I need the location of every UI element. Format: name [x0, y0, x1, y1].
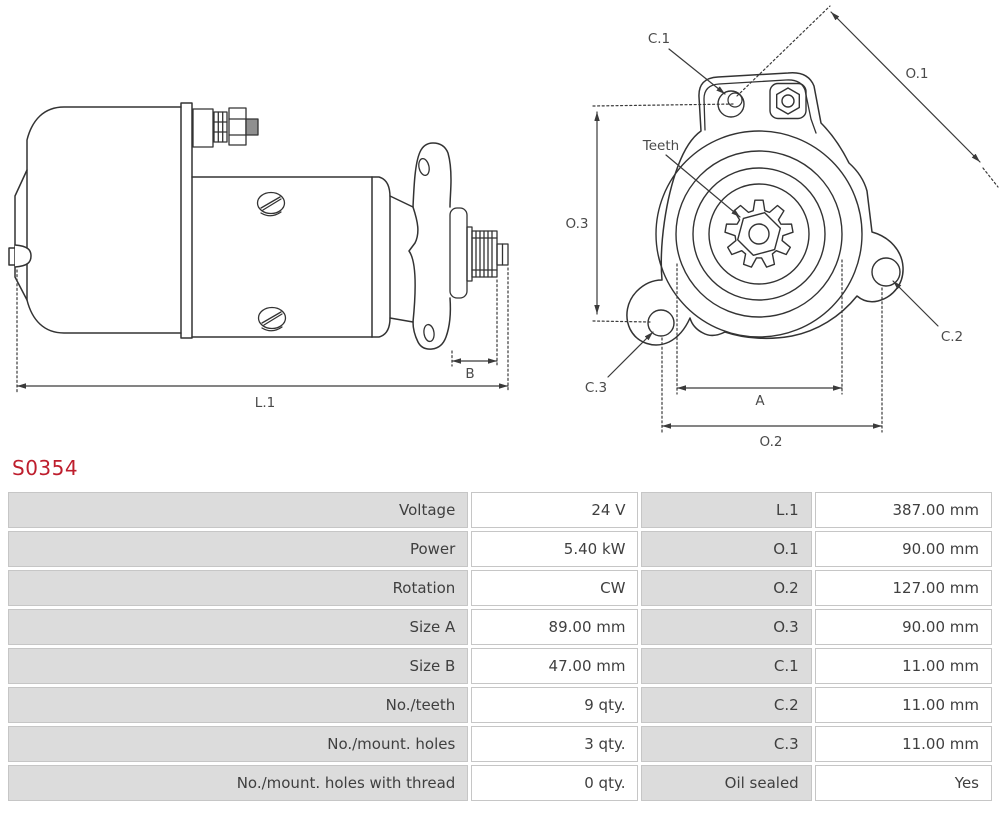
- dimension-B: [451, 279, 498, 367]
- spec-label: Size B: [8, 648, 469, 684]
- spec-label: O.1: [641, 531, 812, 567]
- face-rings: [655, 130, 863, 338]
- terminal-studs: [192, 107, 259, 148]
- body-screw-top: [256, 191, 286, 217]
- spec-value: 90.00 mm: [814, 531, 992, 567]
- body-screw-bottom: [257, 306, 287, 332]
- spec-value: 47.00 mm: [471, 648, 639, 684]
- spec-row: No./mount. holes 3 qty. C.3 11.00 mm: [8, 726, 992, 762]
- spec-value: CW: [471, 570, 639, 606]
- dimension-O1: [736, 5, 999, 188]
- terminal-tip: [245, 118, 259, 136]
- leader-c1: [668, 48, 726, 95]
- dim-label-A: A: [755, 393, 765, 409]
- starter-motor-drawing: B L.1: [8, 5, 999, 450]
- mount-hole-c3: [647, 309, 675, 337]
- spec-label: Power: [8, 531, 469, 567]
- spec-label: O.2: [641, 570, 812, 606]
- motor-body: [191, 176, 391, 338]
- spec-value: 90.00 mm: [814, 609, 992, 645]
- spec-row: Size A 89.00 mm O.3 90.00 mm: [8, 609, 992, 645]
- front-view-drawing: O.1 O.3 C.1 Teeth C.2 C.3 A: [566, 5, 999, 450]
- spec-label: C.1: [641, 648, 812, 684]
- spec-value: 3 qty.: [471, 726, 639, 762]
- spec-value: 89.00 mm: [471, 609, 639, 645]
- spec-label: L.1: [641, 492, 812, 528]
- dim-label-O1: O.1: [906, 66, 929, 82]
- rear-housing: [8, 106, 182, 334]
- spec-label: O.3: [641, 609, 812, 645]
- spec-row: Size B 47.00 mm C.1 11.00 mm: [8, 648, 992, 684]
- center-band: [180, 102, 193, 339]
- dim-label-O2: O.2: [760, 434, 783, 450]
- flange-hex-bolt: [769, 82, 807, 120]
- dim-label-O3: O.3: [566, 216, 589, 232]
- spec-label: Rotation: [8, 570, 469, 606]
- spec-value: 11.00 mm: [814, 726, 992, 762]
- side-view-drawing: B L.1: [8, 102, 509, 411]
- leader-c3: [607, 331, 654, 378]
- part-number: S0354: [12, 456, 79, 480]
- neck-top: [389, 195, 414, 208]
- dim-label-C3: C.3: [585, 380, 607, 396]
- leader-c2: [892, 280, 939, 327]
- spec-label: Voltage: [8, 492, 469, 528]
- dim-label-L1: L.1: [255, 395, 275, 411]
- drive-end-flange: [408, 142, 452, 350]
- specs-table: Voltage 24 V L.1 387.00 mm Power 5.40 kW…: [5, 489, 995, 804]
- dimension-O2: [661, 287, 883, 433]
- spec-value: Yes: [814, 765, 992, 801]
- dimension-O3: [592, 103, 736, 323]
- flange-bracket-inner: [703, 79, 817, 134]
- dim-label-teeth: Teeth: [642, 138, 679, 154]
- spec-value: 11.00 mm: [814, 648, 992, 684]
- spec-row: Rotation CW O.2 127.00 mm: [8, 570, 992, 606]
- spec-label: No./teeth: [8, 687, 469, 723]
- spec-value: 127.00 mm: [814, 570, 992, 606]
- spec-row: Power 5.40 kW O.1 90.00 mm: [8, 531, 992, 567]
- dim-label-C2: C.2: [941, 329, 963, 345]
- spec-label: C.2: [641, 687, 812, 723]
- spec-value: 0 qty.: [471, 765, 639, 801]
- dim-label-C1: C.1: [648, 31, 670, 47]
- spec-label: Size A: [8, 609, 469, 645]
- spec-value: 5.40 kW: [471, 531, 639, 567]
- spec-value: 9 qty.: [471, 687, 639, 723]
- leader-teeth: [665, 154, 741, 218]
- spec-label: No./mount. holes: [8, 726, 469, 762]
- spec-label: No./mount. holes with thread: [8, 765, 469, 801]
- mount-hole-c2: [871, 257, 901, 287]
- spec-label: Oil sealed: [641, 765, 812, 801]
- spec-value: 24 V: [471, 492, 639, 528]
- spec-row: Voltage 24 V L.1 387.00 mm: [8, 492, 992, 528]
- spec-value: 11.00 mm: [814, 687, 992, 723]
- spec-row: No./mount. holes with thread 0 qty. Oil …: [8, 765, 992, 801]
- pinion-shaft: [449, 207, 509, 299]
- technical-drawing-area: B L.1: [8, 5, 999, 450]
- neck-bottom: [389, 317, 414, 323]
- pinion-gear: [724, 199, 794, 268]
- dimension-L1: [16, 267, 509, 393]
- spec-value: 387.00 mm: [814, 492, 992, 528]
- spec-label: C.3: [641, 726, 812, 762]
- spec-row: No./teeth 9 qty. C.2 11.00 mm: [8, 687, 992, 723]
- dimension-A: [676, 259, 843, 395]
- dim-label-B: B: [465, 366, 474, 382]
